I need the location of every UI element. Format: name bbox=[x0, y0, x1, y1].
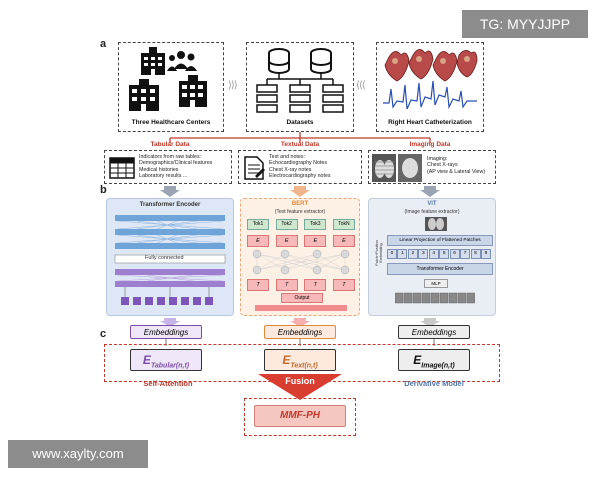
datasets-box: Datasets bbox=[246, 42, 354, 132]
vit-patch: 6 bbox=[449, 249, 460, 259]
vit-title: ViT bbox=[427, 201, 437, 207]
panel-b-letter: b bbox=[100, 184, 107, 196]
chevrons-right: ⟨⟨⟨ bbox=[356, 80, 366, 91]
transformer-diagram bbox=[114, 215, 226, 305]
tabular-embeddings: Embeddings bbox=[130, 325, 202, 339]
bert-subtitle: (Text feature extractor) bbox=[274, 209, 326, 215]
bert-t-label: T bbox=[332, 279, 355, 291]
vit-patch: 0 bbox=[387, 249, 397, 259]
e-image-sub: Image(n,t) bbox=[421, 362, 455, 370]
healthcare-caption: Three Healthcare Centers bbox=[131, 119, 211, 126]
transformer-encoder-title: Transformer Encoder bbox=[139, 202, 201, 208]
tabular-line-1: Demographics/Clinical features bbox=[139, 160, 213, 167]
textual-line-3: Electrocardiography notes bbox=[269, 173, 331, 180]
bert-panel: BERT (Text feature extractor) Tok1 Tok2 … bbox=[240, 198, 360, 316]
vit-patch: 9 bbox=[480, 249, 491, 259]
textual-data-box: Text and notes: Echocardiography Notes C… bbox=[238, 150, 362, 184]
vit-patch: 1 bbox=[397, 249, 408, 259]
vit-subtitle: (Image feature extractor) bbox=[404, 209, 460, 215]
textual-line-0: Text and notes: bbox=[269, 154, 305, 160]
derivative-model-label: Derivative Model bbox=[404, 379, 464, 388]
textual-line-2: Chest X-ray notes bbox=[269, 166, 312, 173]
e-tabular-main: E bbox=[142, 353, 151, 367]
bert-token: Tok1 bbox=[247, 219, 269, 230]
vit-patch: 3 bbox=[418, 249, 429, 259]
imaging-line-1: Chest X-rays bbox=[427, 162, 458, 169]
fully-connected-label: Fully connected bbox=[145, 255, 184, 261]
vit-panel: ViT (Image feature extractor) Patch+Posi… bbox=[368, 198, 496, 316]
panel-c-letter: c bbox=[100, 328, 107, 340]
bert-token: Tok2 bbox=[275, 219, 298, 230]
bert-title: BERT bbox=[291, 201, 309, 207]
mmf-ph-box: MMF-PH bbox=[254, 405, 346, 427]
e-tabular-box: ETabular(n,t) bbox=[130, 349, 202, 371]
database-icon bbox=[256, 48, 344, 113]
fusion-label: Fusion bbox=[285, 376, 315, 386]
tabular-line-0: Indicators from raw tables: bbox=[139, 154, 202, 160]
textual-line-1: Echocardiography Notes bbox=[269, 160, 328, 167]
vit-patch: 5 bbox=[439, 249, 450, 259]
e-text-box: EText(n,t) bbox=[264, 349, 336, 371]
chevrons-left: ⟩⟩⟩ bbox=[228, 80, 238, 91]
imaging-line-0: Imaging: bbox=[427, 156, 448, 162]
rhc-caption: Right Heart Catheterization bbox=[388, 119, 472, 126]
tabular-data-title: Tabular Data bbox=[150, 141, 190, 148]
bert-t-label: T bbox=[247, 279, 269, 291]
vit-patch: 2 bbox=[407, 249, 418, 259]
bert-token: Tok3 bbox=[304, 219, 327, 230]
bert-t-label: T bbox=[275, 279, 298, 291]
bert-e-label: E bbox=[247, 235, 269, 247]
e-image-main: E bbox=[413, 353, 422, 367]
bert-t-label: T bbox=[304, 279, 327, 291]
vit-patch: 7 bbox=[460, 249, 471, 259]
table-icon bbox=[109, 157, 135, 179]
vit-output-bar bbox=[395, 292, 475, 304]
tabular-line-2: Medical histories bbox=[139, 166, 179, 173]
vit-transformer-encoder: Transformer Encoder bbox=[387, 263, 493, 275]
imaging-data-title: Imaging Data bbox=[409, 141, 451, 148]
datasets-caption: Datasets bbox=[286, 119, 314, 126]
document-icon bbox=[244, 156, 265, 180]
transformer-encoder-panel: Transformer Encoder Fully connected bbox=[106, 198, 234, 316]
heart-pressure-icon bbox=[383, 49, 478, 110]
image-embeddings: Embeddings bbox=[398, 325, 470, 339]
tabular-line-3: Laboratory results ... bbox=[139, 173, 188, 180]
bert-network bbox=[252, 249, 350, 275]
vit-linear-projection: Linear Projection of Flattened Patches bbox=[387, 235, 493, 246]
textual-data-title: Textual Data bbox=[280, 141, 320, 148]
bert-output: Output bbox=[281, 293, 323, 303]
panel-a-letter: a bbox=[100, 38, 107, 50]
bert-e-label: E bbox=[332, 235, 355, 247]
tabular-data-box: Indicators from raw tables: Demographics… bbox=[104, 150, 232, 184]
watermark-bottom: www.xaylty.com bbox=[8, 440, 148, 468]
e-tabular-sub: Tabular(n,t) bbox=[150, 362, 190, 370]
bert-token: TokN bbox=[332, 219, 355, 230]
text-embeddings: Embeddings bbox=[264, 325, 336, 339]
hospital-buildings-icon bbox=[129, 47, 207, 111]
fusion-arrow bbox=[258, 374, 342, 400]
mmf-ph-frame bbox=[244, 398, 356, 436]
rhc-box: Right Heart Catheterization bbox=[376, 42, 484, 132]
vit-patch: 8 bbox=[470, 249, 481, 259]
xray-icon bbox=[372, 154, 422, 182]
healthcare-centers-box: Three Healthcare Centers bbox=[118, 42, 224, 132]
self-attention-label: Self-Attention bbox=[143, 379, 193, 388]
vit-patch: 4 bbox=[428, 249, 439, 259]
bert-output-bar bbox=[255, 305, 347, 311]
bert-e-label: E bbox=[304, 235, 327, 247]
vit-mlp: MLP bbox=[424, 279, 448, 288]
e-text-main: E bbox=[282, 353, 291, 367]
bert-e-label: E bbox=[275, 235, 298, 247]
vit-xray-icon bbox=[425, 217, 447, 231]
imaging-line-2: (AP view & Lateral View) bbox=[427, 168, 486, 175]
imaging-data-box: Imaging: Chest X-rays (AP view & Lateral… bbox=[368, 150, 496, 184]
e-image-box: EImage(n,t) bbox=[398, 349, 470, 371]
e-text-sub: Text(n,t) bbox=[290, 362, 318, 370]
watermark-top: TG: MYYJJPP bbox=[462, 10, 588, 38]
